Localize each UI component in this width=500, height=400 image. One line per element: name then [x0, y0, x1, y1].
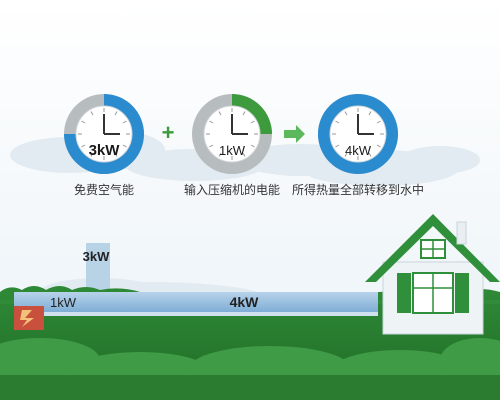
- gauge-tick: [368, 111, 372, 116]
- gauge-tick: [81, 144, 86, 148]
- gauges: 3kW 免费空气能 1kW 输入压缩机的电能 4kW 所得热量全部转移到水中: [64, 94, 424, 197]
- plus-operator: +: [162, 120, 175, 145]
- gauge-tick: [90, 111, 94, 116]
- gauge-tick: [344, 152, 348, 157]
- arrow-icon: [284, 125, 305, 143]
- gauge-tick: [122, 120, 127, 124]
- gauge-3: 4kW 所得热量全部转移到水中: [292, 94, 424, 197]
- gauge-tick: [376, 120, 381, 124]
- gauge-tick: [368, 152, 372, 157]
- gauge-tick: [90, 152, 94, 157]
- gauge-value-label: 4kW: [345, 143, 372, 158]
- energy-pipe: [14, 292, 378, 312]
- gauge-tick: [250, 120, 255, 124]
- gauge-caption: 免费空气能: [74, 182, 134, 197]
- pipe-shadow: [14, 312, 378, 316]
- gauge-caption: 所得热量全部转移到水中: [292, 182, 424, 197]
- gauge-tick: [114, 152, 118, 157]
- gauge-tick: [242, 111, 246, 116]
- gauge-caption: 输入压缩机的电能: [184, 182, 280, 197]
- gauge-tick: [81, 120, 86, 124]
- gauge-tick: [344, 111, 348, 116]
- gauge-tick: [114, 111, 118, 116]
- house-window-icon: [397, 272, 469, 314]
- gauge-2: 1kW 输入压缩机的电能: [184, 94, 280, 197]
- gauge-tick: [376, 144, 381, 148]
- gauge-tick: [209, 144, 214, 148]
- grass-foreground: [0, 375, 500, 400]
- attic-window-icon: [420, 239, 446, 259]
- gauge-value-label: 3kW: [89, 142, 121, 159]
- air-energy-label: 3kW: [83, 249, 110, 264]
- input-energy-label: 1kW: [50, 295, 77, 310]
- gauge-tick: [218, 111, 222, 116]
- compressor-icon: [14, 306, 44, 330]
- gauge-tick: [122, 144, 127, 148]
- output-energy-label: 4kW: [230, 294, 260, 310]
- gauge-tick: [218, 152, 222, 157]
- gauge-tick: [242, 152, 246, 157]
- gauge-tick: [335, 144, 340, 148]
- gauge-value-label: 1kW: [219, 143, 246, 158]
- gauge-tick: [335, 120, 340, 124]
- house: [365, 214, 500, 335]
- gauge-tick: [250, 144, 255, 148]
- gauge-tick: [209, 120, 214, 124]
- gauge-1: 3kW 免费空气能: [64, 94, 144, 197]
